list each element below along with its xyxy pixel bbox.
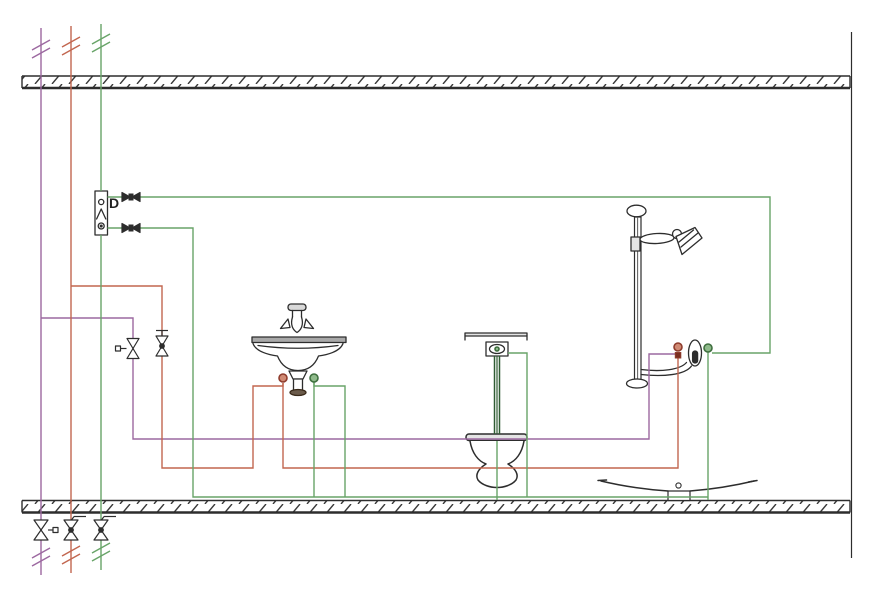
ceiling-slab: [21, 75, 851, 90]
heater-outlet-valve-top: [121, 191, 141, 203]
purple-branch: [41, 317, 675, 440]
water-heater-device: [94, 190, 109, 236]
red-break-bottom: [61, 545, 81, 565]
purple-break-bottom: [31, 547, 51, 567]
green-basin-return: [313, 382, 346, 497]
green-riser-valve: [93, 515, 116, 541]
red-riser-valve: [63, 515, 86, 541]
connection-points: [278, 342, 713, 383]
flush-valve-dot: [494, 346, 500, 352]
basin-bowl: [252, 342, 344, 372]
bathtub-base: [667, 490, 691, 502]
building-structure: [21, 32, 853, 558]
basin-hot-connection: [278, 373, 288, 383]
purple-line-valve: [114, 337, 140, 360]
shower-hot-connection: [673, 342, 683, 352]
basin-trap: [288, 370, 308, 380]
washbasin: [251, 303, 347, 397]
toilet: [464, 332, 528, 489]
fixtures: [94, 190, 758, 502]
toilet-flush-pipe: [493, 356, 501, 434]
bathtub: [597, 479, 758, 502]
valves: [33, 191, 169, 541]
shower-cold-connection: [703, 343, 713, 353]
green-break-top: [91, 33, 111, 53]
shower-arm: [639, 232, 675, 245]
shower-hose: [640, 361, 693, 377]
bathtub-drain: [675, 482, 682, 489]
red-main-to-shower: [282, 355, 679, 469]
green-toilet-riser: [508, 352, 528, 497]
green-break-bottom: [91, 542, 111, 562]
shower-slider-bracket: [630, 236, 641, 252]
purple-break-top: [31, 39, 51, 59]
purple-pipe-runs: [31, 28, 675, 575]
shower-column: [625, 204, 703, 389]
basin-faucet: [279, 303, 315, 334]
green-floor-main: [107, 227, 708, 498]
red-line-valve: [155, 329, 169, 357]
shower-foot: [625, 378, 649, 389]
heater-outlet-valve-bottom: [121, 222, 141, 234]
basin-rim: [251, 336, 347, 344]
red-pipe-runs: [61, 26, 679, 573]
purple-riser-valve: [33, 519, 59, 541]
green-upper-run-to-shower: [107, 196, 771, 354]
basin-cold-connection: [309, 373, 319, 383]
shower-top-knob: [626, 204, 647, 218]
red-branch-to-basin: [71, 285, 284, 469]
shower-mixer-tee: [674, 352, 682, 359]
floor-slab: [21, 499, 851, 514]
cistern-bracket: [464, 332, 528, 337]
green-pipe-runs: [91, 24, 771, 570]
red-break-top: [61, 36, 81, 56]
device-label: D: [109, 195, 119, 211]
